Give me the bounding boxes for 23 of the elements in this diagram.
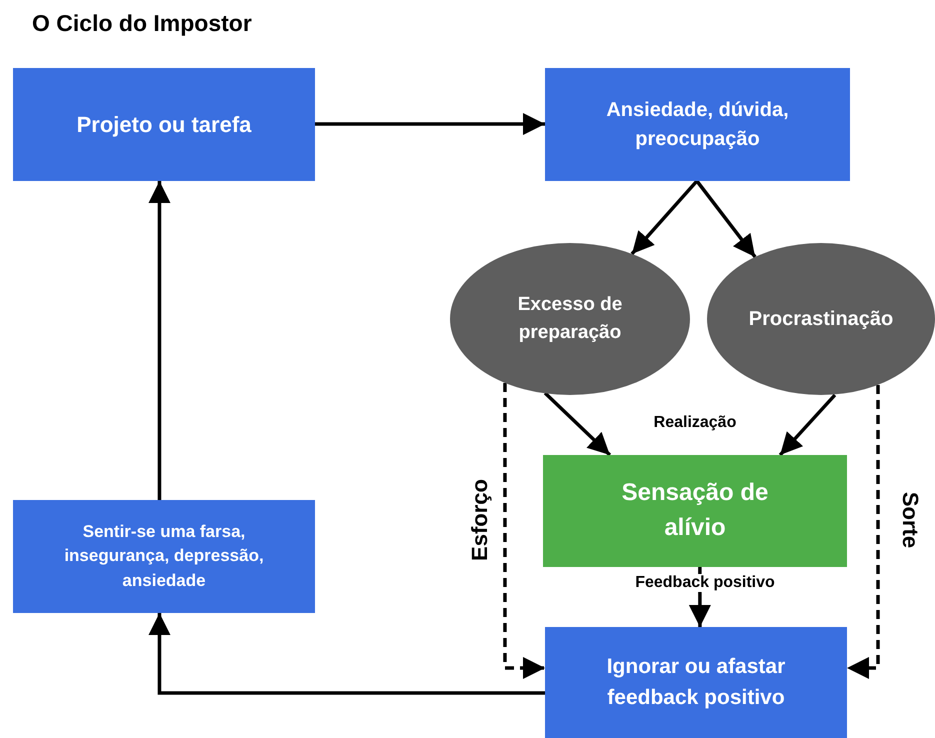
node-label: Sentir-se uma farsa, insegurança, depressão, ansiedade bbox=[63, 520, 265, 592]
node-label: Sensação de alívio bbox=[620, 478, 770, 543]
arrow bbox=[503, 383, 545, 679]
node-label: Procrastinação bbox=[748, 306, 894, 332]
arrow bbox=[148, 181, 170, 500]
edge-label: Feedback positivo bbox=[633, 574, 777, 592]
arrow bbox=[148, 613, 545, 695]
node-label: Projeto ou tarefa bbox=[76, 110, 252, 139]
arrow bbox=[847, 384, 880, 679]
result-box bbox=[543, 455, 847, 567]
arrow bbox=[544, 392, 612, 456]
process-box bbox=[545, 68, 850, 181]
process-box bbox=[13, 500, 315, 613]
arrow bbox=[315, 113, 545, 136]
node-label: Excesso de preparação bbox=[516, 293, 624, 345]
arrow bbox=[778, 394, 836, 456]
text-label: Realização bbox=[652, 414, 738, 432]
arrow bbox=[630, 180, 698, 256]
node-label: Ansiedade, dúvida, preocupação bbox=[605, 98, 790, 152]
arrow bbox=[696, 180, 756, 258]
process-box bbox=[13, 68, 315, 181]
process-box bbox=[545, 627, 847, 738]
node-label: Ignorar ou afastar feedback positivo bbox=[606, 654, 786, 710]
